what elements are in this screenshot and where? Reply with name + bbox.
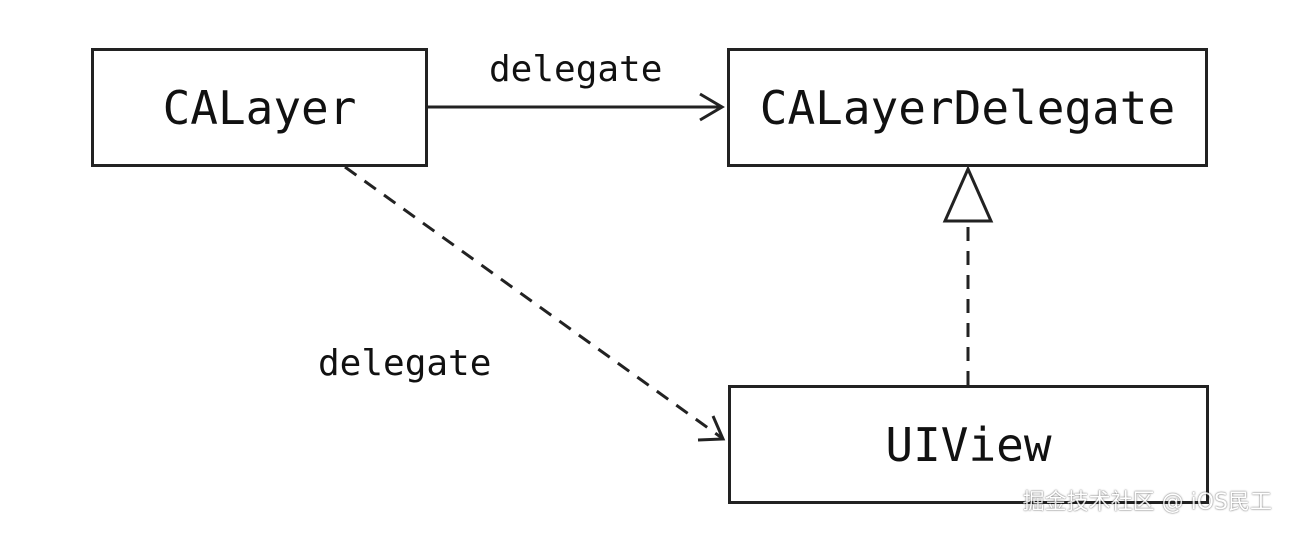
association-arrowhead — [699, 92, 725, 122]
edge-label-calayer-to-delegate: delegate — [489, 49, 663, 90]
calayer-delegate-label: CALayerDelegate — [759, 80, 1176, 135]
calayer-label: CALayer — [162, 80, 357, 135]
uiview-label: UIView — [885, 417, 1052, 472]
dashed-delegate-line — [344, 165, 723, 440]
calayer-box: CALayer — [91, 48, 428, 167]
edge-label-calayer-to-uiview: delegate — [318, 343, 492, 384]
dashed-delegate-arrowhead — [697, 415, 726, 442]
uiview-box: UIView — [728, 385, 1209, 504]
watermark-text: 掘金技术社区 @ iOS民工 — [1022, 490, 1272, 515]
realization-triangle — [942, 165, 994, 223]
calayer-delegate-box: CALayerDelegate — [727, 48, 1208, 167]
